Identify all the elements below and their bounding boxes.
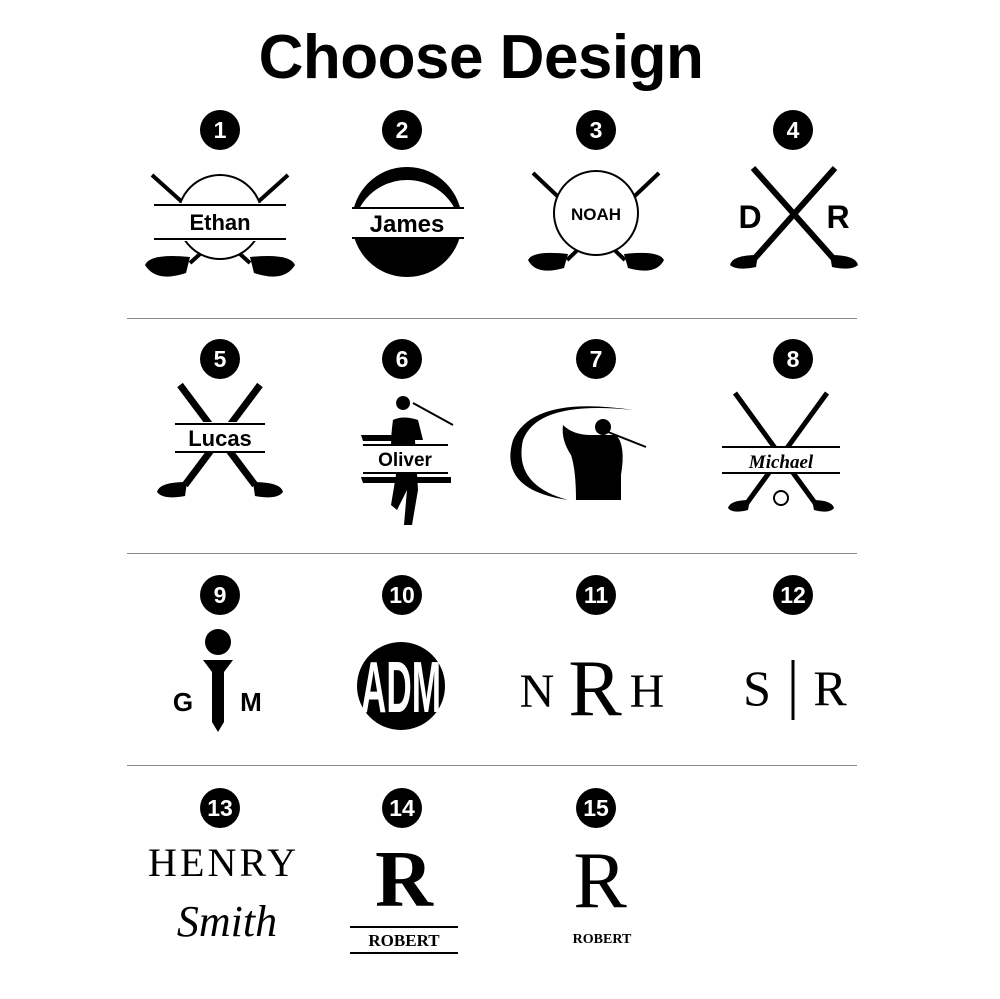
design-1-golf-clubs-ball-name[interactable]: Ethan [140,165,300,290]
design-number-6: 6 [382,339,422,379]
design-9-golf-tee-initials[interactable]: G M [168,628,273,736]
design-13-last-name: Smith [177,897,277,946]
design-7-golfer-swoosh[interactable] [508,395,653,505]
design-6-golfer-name[interactable]: Oliver [358,395,458,530]
design-13-first-name: HENRY [148,840,296,885]
design-number-11: 11 [576,575,616,615]
design-number-2: 2 [382,110,422,150]
design-12-right: R [813,660,847,716]
design-12-left: S [743,660,771,716]
design-9-right-initial: M [240,687,262,717]
design-14-letter-banner[interactable]: R ROBERT [348,832,460,957]
design-6-name: Oliver [378,450,432,471]
design-3-golf-ball-clubs-name[interactable]: NOAH [525,165,667,280]
design-number-15: 15 [576,788,616,828]
design-12-split-initials[interactable]: S R [735,648,855,723]
design-8-name: Michael [748,452,814,473]
design-15-letter: R [573,837,627,925]
design-5-crossed-clubs-name[interactable]: Lucas [155,380,285,505]
design-2-golf-ball-name[interactable]: James [350,165,465,280]
design-11-left: N [520,665,555,718]
design-4-crossed-clubs-initials[interactable]: D R [728,163,860,273]
design-8-clubs-ball-script-name[interactable]: Michael [720,388,842,518]
design-11-right: H [630,665,665,718]
design-4-right-initial: R [826,199,849,235]
design-15-name: ROBERT [573,932,632,947]
design-number-1: 1 [200,110,240,150]
divider [127,318,857,319]
page-title: Choose Design [258,23,704,92]
design-number-3: 3 [576,110,616,150]
design-number-5: 5 [200,339,240,379]
design-3-name: NOAH [571,205,621,224]
design-10-monogram: ADM [361,648,441,728]
design-number-8: 8 [773,339,813,379]
design-2-name: James [370,211,445,238]
design-5-name: Lucas [188,426,252,451]
design-number-14: 14 [382,788,422,828]
design-11-serif-monogram[interactable]: N R H [515,645,670,720]
design-number-10: 10 [382,575,422,615]
divider [127,553,857,554]
design-number-13: 13 [200,788,240,828]
divider [127,765,857,766]
design-9-left-initial: G [173,687,193,717]
design-10-circle-monogram[interactable]: ADM [355,640,447,732]
design-number-4: 4 [773,110,813,150]
design-1-name: Ethan [189,210,250,235]
design-number-7: 7 [576,339,616,379]
design-13-name-script[interactable]: HENRY Smith [145,838,300,948]
design-15-letter-name[interactable]: R ROBERT [560,835,645,950]
design-4-left-initial: D [738,199,761,235]
design-number-9: 9 [200,575,240,615]
design-11-center: R [568,645,622,720]
design-number-12: 12 [773,575,813,615]
design-14-letter: R [375,836,434,924]
design-14-name: ROBERT [368,931,440,950]
